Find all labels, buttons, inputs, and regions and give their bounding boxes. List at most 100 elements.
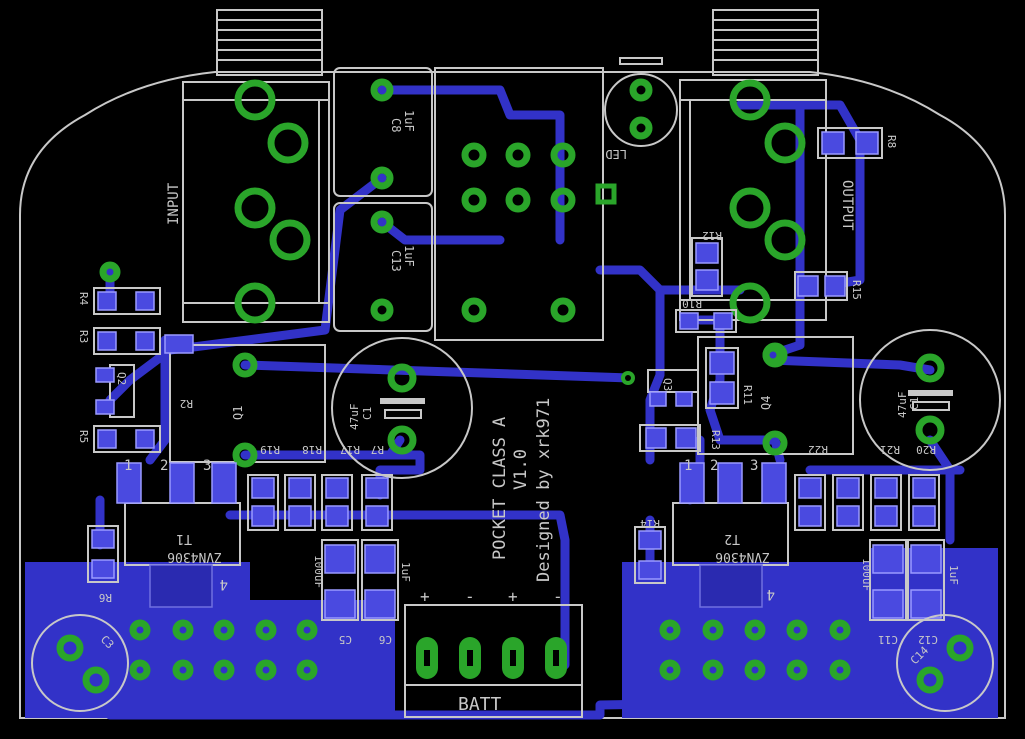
left-header-pads [129, 619, 318, 681]
resistor-r6: R6 [87, 525, 119, 604]
svg-text:1uF: 1uF [399, 562, 412, 582]
regulator-t2: 1 2 3 4 ZVN4306 T2 [672, 458, 789, 608]
input-jack-thread [216, 9, 323, 76]
board-title: POCKET CLASS A [490, 417, 510, 560]
svg-text:R18: R18 [302, 443, 322, 456]
svg-text:C12: C12 [918, 633, 938, 646]
resistor-row-left: R19 R18 R17 R7 [247, 443, 393, 531]
svg-text:3: 3 [750, 458, 758, 474]
transistor-q2: Q2 [95, 364, 135, 418]
svg-text:1uF: 1uF [947, 565, 960, 585]
resistor-r10: R10 [675, 297, 737, 333]
svg-text:R11: R11 [741, 385, 754, 405]
svg-text:1uF: 1uF [402, 245, 416, 267]
svg-text:+: + [508, 587, 518, 606]
svg-text:C13: C13 [389, 250, 403, 272]
svg-text:R21: R21 [880, 443, 900, 456]
svg-text:47uF: 47uF [348, 404, 361, 431]
svg-text:LED: LED [605, 147, 627, 161]
capacitor-c11: 100uF C11 [860, 539, 907, 646]
capacitor-c13: C13 1uF [333, 202, 433, 332]
svg-text:C10: C10 [908, 390, 921, 410]
resistor-r13: R13 [639, 424, 722, 452]
svg-text:C5: C5 [339, 633, 352, 646]
capacitor-c5: 100uF C5 [312, 539, 359, 646]
q4-label: Q4 [759, 396, 773, 410]
capacitor-c10: 47uF C10 [859, 329, 1001, 471]
svg-text:R15: R15 [850, 280, 863, 300]
svg-text:R3: R3 [77, 330, 90, 343]
right-header-pads [659, 619, 851, 681]
resistor-r5: R5 [77, 425, 161, 453]
output-jack-thread [712, 9, 819, 76]
svg-text:R17: R17 [340, 443, 360, 456]
svg-text:3: 3 [203, 458, 211, 474]
input-label: INPUT [166, 182, 182, 225]
svg-text:4: 4 [767, 586, 775, 602]
regulator-t1: 1 2 3 4 ZVN4306 T1 [116, 458, 241, 608]
svg-text:R7: R7 [371, 443, 384, 456]
svg-text:100uF: 100uF [860, 558, 873, 591]
svg-text:R20: R20 [916, 443, 936, 456]
svg-text:R10: R10 [682, 297, 702, 310]
svg-text:R13: R13 [709, 430, 722, 450]
board-credit: Designed by xrk971 [534, 398, 554, 582]
center-module [434, 67, 604, 341]
output-label: OUTPUT [839, 180, 855, 231]
q1-label: Q1 [231, 406, 245, 420]
resistor-row-right: R22 R21 R20 [794, 443, 940, 531]
resistor-r8: R8 [817, 127, 898, 159]
q1-pad-a [232, 352, 258, 378]
svg-text:R6: R6 [99, 591, 112, 604]
svg-text:+: + [420, 587, 430, 606]
capacitor-c1: 47uF C1 [331, 337, 473, 479]
svg-text:4: 4 [220, 576, 228, 592]
svg-text:1: 1 [684, 458, 692, 474]
svg-text:R5: R5 [77, 430, 90, 443]
resistor-r12: R12 [691, 229, 723, 297]
resistor-r11: R11 [705, 347, 754, 409]
svg-text:R4: R4 [77, 292, 90, 306]
svg-text:R14: R14 [640, 517, 660, 530]
test-pad-right [762, 344, 784, 366]
svg-text:Q2: Q2 [115, 372, 128, 385]
svg-text:-: - [465, 587, 475, 606]
input-jack [182, 79, 330, 324]
svg-text:ZVN4306: ZVN4306 [167, 549, 222, 564]
test-pad-left [99, 261, 121, 283]
svg-text:100uF: 100uF [312, 555, 325, 588]
board-outline [19, 71, 1006, 719]
capacitor-c8: C8 1uF [333, 67, 433, 197]
svg-text:T1: T1 [176, 531, 192, 546]
batt-label: BATT [458, 694, 502, 715]
led: LED [595, 57, 678, 205]
q1-pad-b [232, 442, 258, 468]
resistor-r15: R15 [794, 271, 863, 301]
output-jack [679, 79, 827, 324]
svg-text:C1: C1 [361, 407, 374, 420]
svg-text:Q3: Q3 [661, 378, 674, 391]
transistor-q3: Q3 [647, 369, 699, 407]
resistor-r14: R14 [634, 517, 666, 584]
svg-text:R19: R19 [260, 443, 280, 456]
board-version: V1.0 [511, 449, 531, 490]
svg-text:-: - [553, 587, 563, 606]
svg-text:T2: T2 [724, 531, 740, 546]
resistor-r4: R4 [77, 287, 161, 315]
capacitor-c6: 1uF C6 [361, 539, 412, 646]
svg-text:R2: R2 [180, 397, 193, 410]
capacitor-c12: 1uF C12 [907, 539, 960, 646]
svg-text:R12: R12 [702, 229, 722, 242]
battery-connector: + - + - [404, 587, 583, 718]
svg-text:2: 2 [710, 458, 718, 474]
svg-text:1uF: 1uF [402, 110, 416, 132]
svg-text:C11: C11 [878, 633, 898, 646]
svg-text:47uF: 47uF [896, 392, 909, 419]
svg-text:ZVN4306: ZVN4306 [715, 549, 770, 564]
resistor-r2: R2 [164, 334, 194, 410]
svg-text:C8: C8 [389, 118, 403, 132]
resistor-r3: R3 [77, 327, 161, 355]
svg-text:R22: R22 [808, 443, 828, 456]
svg-text:2: 2 [160, 458, 168, 474]
